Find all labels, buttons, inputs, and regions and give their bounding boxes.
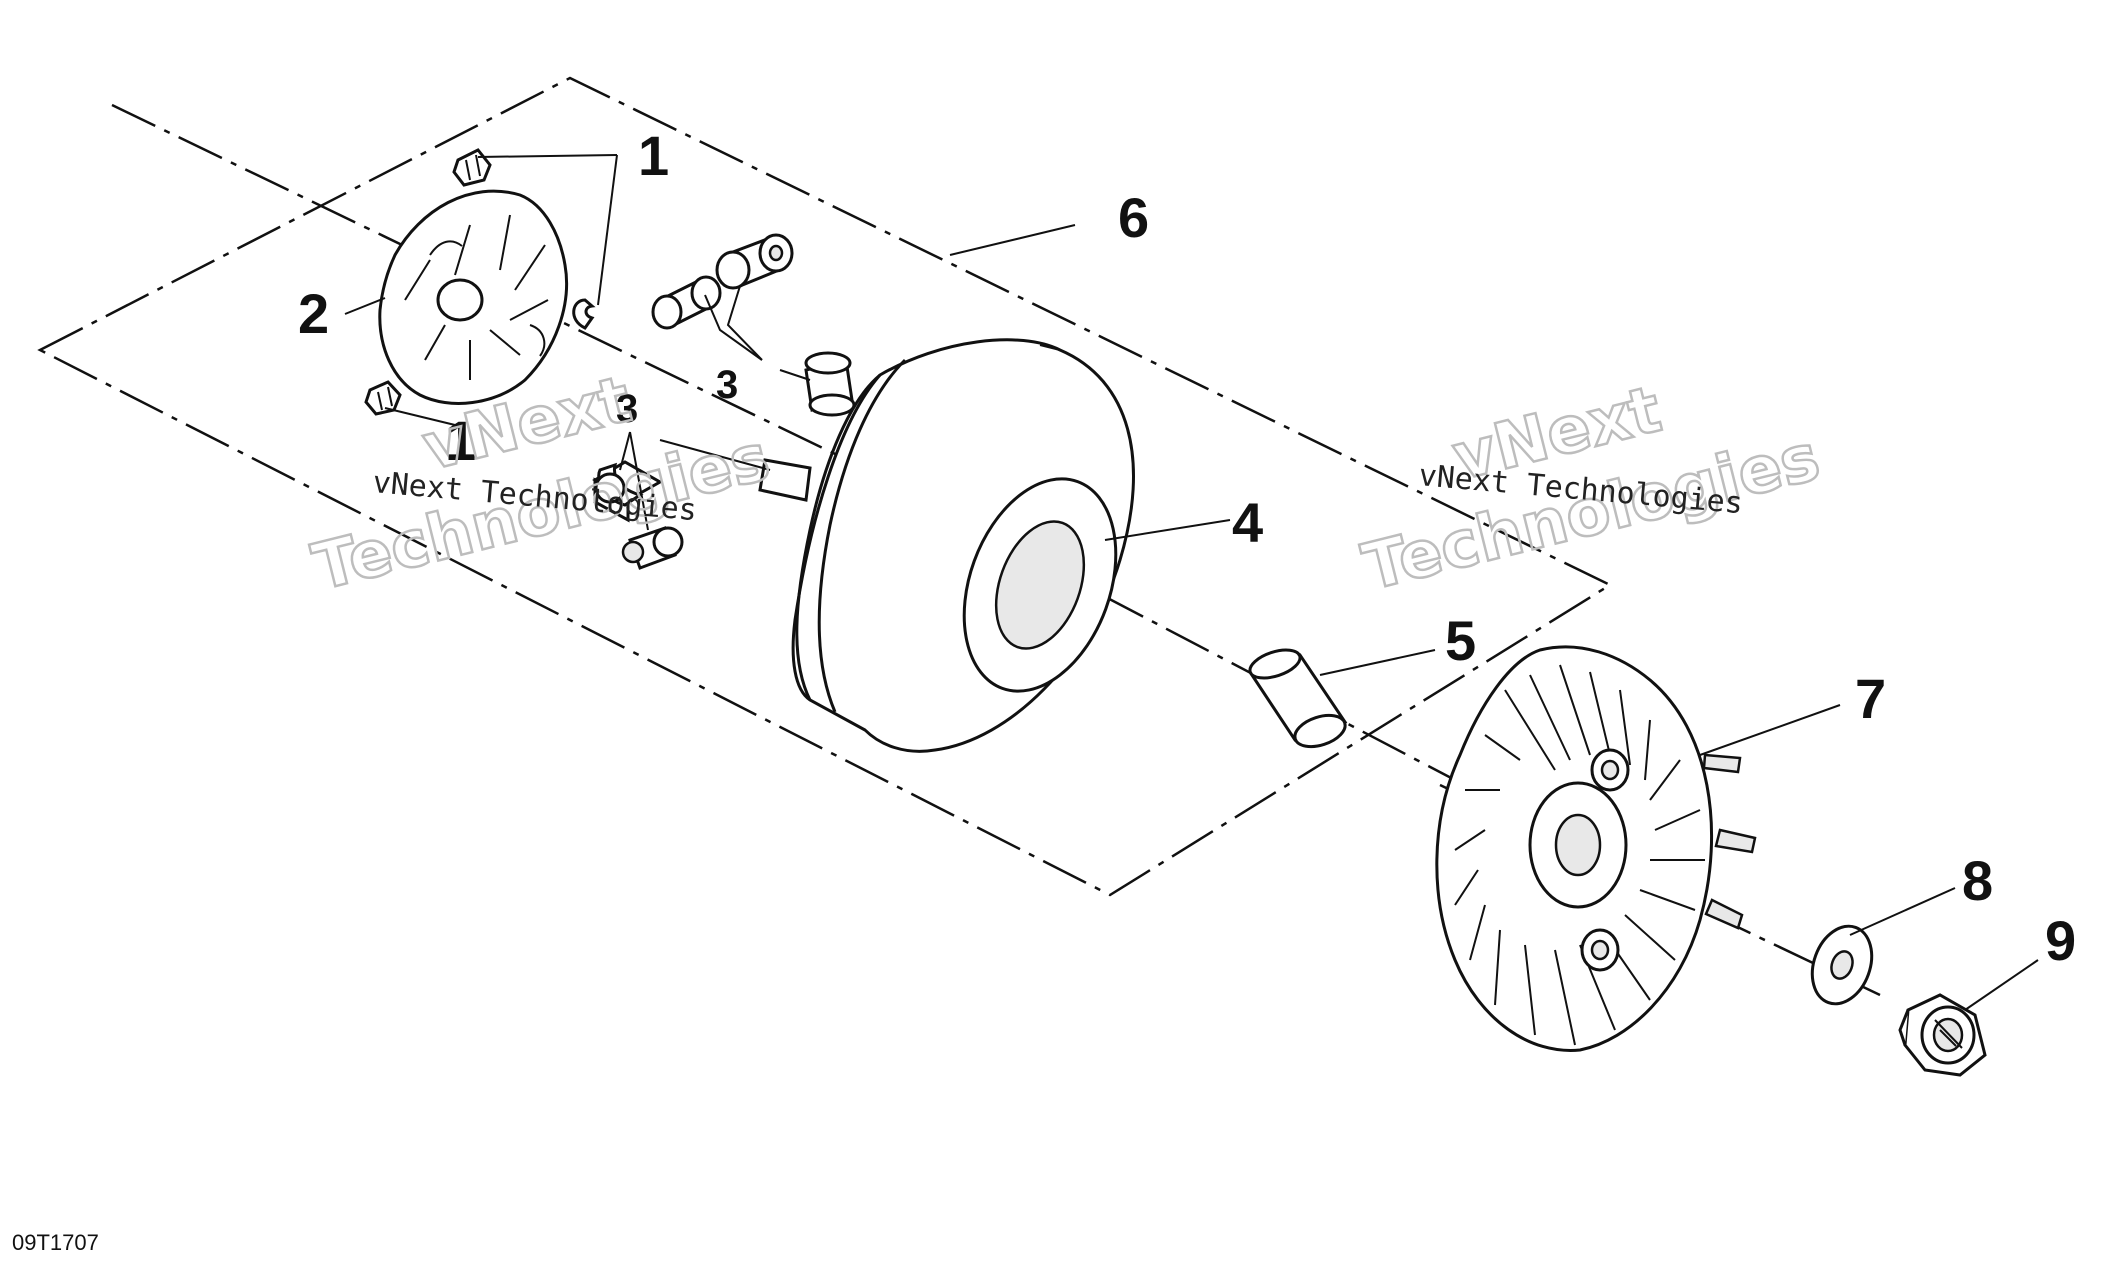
roller-weights-lower — [592, 458, 812, 570]
callout-1-bottom: 1 — [445, 409, 476, 472]
bushing — [1247, 648, 1348, 749]
fan-fixed-face — [1435, 645, 1757, 1052]
callout-6: 6 — [1118, 186, 1149, 249]
callout-7: 7 — [1855, 667, 1886, 730]
callout-numbers: 1 1 2 3 3 4 5 6 7 8 9 — [298, 124, 2076, 972]
leader-lines — [344, 154, 2039, 1011]
callout-8: 8 — [1962, 849, 1993, 912]
washer — [1810, 924, 1874, 1006]
callout-5: 5 — [1445, 609, 1476, 672]
nut — [1898, 993, 1987, 1077]
callout-4: 4 — [1232, 491, 1263, 554]
ramp-plate — [378, 189, 569, 405]
assembly-outline — [37, 76, 1613, 897]
watermark-right: vNext Technologies vNext Technologies — [1355, 372, 1828, 607]
drive-face-pulley — [791, 338, 1135, 753]
callout-3-upper: 3 — [716, 363, 738, 407]
roller-weights-upper — [651, 233, 856, 417]
callout-2: 2 — [298, 282, 329, 345]
callout-1-top: 1 — [638, 124, 669, 187]
figure-code: 09T1707 — [12, 1230, 99, 1255]
callout-9: 9 — [2045, 909, 2076, 972]
callout-3-lower: 3 — [616, 387, 638, 431]
